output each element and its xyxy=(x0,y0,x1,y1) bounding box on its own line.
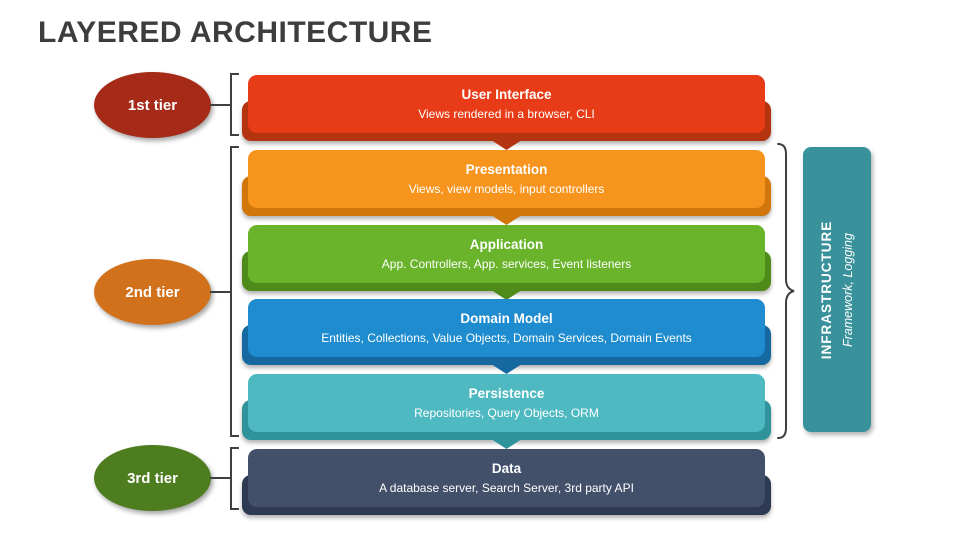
bracket-tier-1 xyxy=(230,73,239,136)
layer-card: Domain Model Entities, Collections, Valu… xyxy=(248,299,765,357)
down-arrow-icon xyxy=(483,434,530,449)
connector-tier-3 xyxy=(210,477,231,479)
infrastructure-text-group: INFRASTRUCTURE Framework, Logging xyxy=(803,147,871,432)
down-arrow-icon xyxy=(483,359,530,374)
layer-title: Data xyxy=(491,461,522,476)
layer-data: Data A database server, Search Server, 3… xyxy=(242,449,771,515)
layer-title: Application xyxy=(469,237,544,252)
layer-title: Presentation xyxy=(465,162,548,177)
tier-label-1st: 1st tier xyxy=(127,96,178,114)
layer-stack: User Interface Views rendered in a brows… xyxy=(242,75,771,515)
layer-description: Entities, Collections, Value Objects, Do… xyxy=(321,331,692,345)
curly-brace xyxy=(777,143,795,439)
layer-application: Application App. Controllers, App. servi… xyxy=(242,225,771,300)
tier-label-2nd: 2nd tier xyxy=(125,283,180,301)
layer-card: User Interface Views rendered in a brows… xyxy=(248,75,765,133)
connector-tier-1 xyxy=(210,104,231,106)
layer-presentation: Presentation Views, view models, input c… xyxy=(242,150,771,225)
tier-ellipse-3rd: 3rd tier xyxy=(94,445,211,511)
layer-card: Persistence Repositories, Query Objects,… xyxy=(248,374,765,432)
tier-label-3rd: 3rd tier xyxy=(127,469,178,487)
down-arrow-icon xyxy=(483,285,530,300)
bracket-tier-3 xyxy=(230,447,239,510)
tier-ellipse-1st: 1st tier xyxy=(94,72,211,138)
layer-description: Views, view models, input controllers xyxy=(408,182,605,196)
infrastructure-title: INFRASTRUCTURE xyxy=(819,220,834,359)
layer-title: Persistence xyxy=(468,386,545,401)
layer-card: Data A database server, Search Server, 3… xyxy=(248,449,765,507)
layer-domain-model: Domain Model Entities, Collections, Valu… xyxy=(242,299,771,374)
layer-card: Application App. Controllers, App. servi… xyxy=(248,225,765,283)
infrastructure-subtitle: Framework, Logging xyxy=(841,232,855,347)
layer-user-interface: User Interface Views rendered in a brows… xyxy=(242,75,771,150)
tier-ellipse-2nd: 2nd tier xyxy=(94,259,211,325)
layer-description: A database server, Search Server, 3rd pa… xyxy=(379,481,634,495)
down-arrow-icon xyxy=(483,210,530,225)
layer-description: App. Controllers, App. services, Event l… xyxy=(381,257,632,271)
layer-persistence: Persistence Repositories, Query Objects,… xyxy=(242,374,771,449)
layer-title: User Interface xyxy=(461,87,552,102)
down-arrow-icon xyxy=(483,135,530,150)
layer-card: Presentation Views, view models, input c… xyxy=(248,150,765,208)
layer-description: Views rendered in a browser, CLI xyxy=(418,107,595,121)
page-title: LAYERED ARCHITECTURE xyxy=(38,16,433,49)
layer-title: Domain Model xyxy=(460,311,553,326)
layer-description: Repositories, Query Objects, ORM xyxy=(414,406,599,420)
connector-tier-2 xyxy=(210,291,231,293)
bracket-tier-2 xyxy=(230,146,239,437)
infrastructure-bar: INFRASTRUCTURE Framework, Logging xyxy=(803,147,871,432)
